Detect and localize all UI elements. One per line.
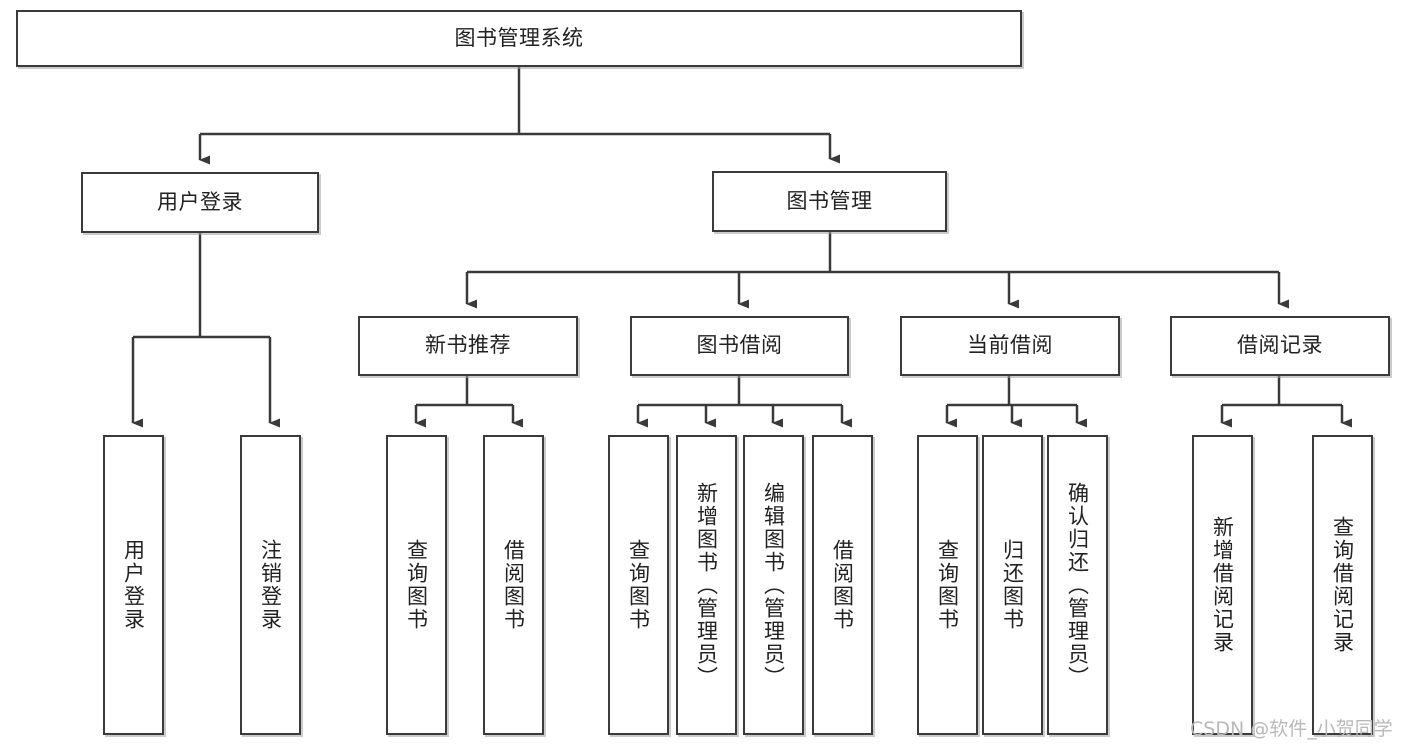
node-leaf-borrow-book-2-label: 借阅图书 (830, 539, 855, 631)
node-leaf-edit-book-admin[interactable]: 编辑图书（管理员） (743, 435, 804, 735)
node-leaf-query-book-2[interactable]: 查询图书 (608, 435, 669, 735)
node-leaf-query-borrow-record[interactable]: 查询借阅记录 (1312, 435, 1373, 735)
node-book-borrow-label: 图书借阅 (696, 333, 783, 358)
node-borrow-record[interactable]: 借阅记录 (1170, 316, 1390, 376)
node-leaf-user-login[interactable]: 用户登录 (103, 435, 164, 735)
connector-currentborrow-to-leaves (945, 376, 1087, 428)
node-leaf-edit-book-admin-label: 编辑图书（管理员） (761, 481, 786, 689)
connector-bookborrow-to-leaves (636, 376, 852, 428)
node-leaf-query-book-3[interactable]: 查询图书 (917, 435, 978, 735)
node-user-login-label: 用户登录 (157, 189, 243, 214)
node-leaf-confirm-return-admin-label: 确认归还（管理员） (1065, 481, 1090, 689)
node-root-label: 图书管理系统 (454, 25, 584, 50)
node-leaf-query-borrow-record-label: 查询借阅记录 (1330, 516, 1355, 654)
node-new-book-recommend-label: 新书推荐 (425, 333, 511, 358)
node-leaf-confirm-return-admin[interactable]: 确认归还（管理员） (1047, 435, 1108, 735)
node-leaf-borrow-book-1[interactable]: 借阅图书 (483, 435, 544, 735)
node-current-borrow[interactable]: 当前借阅 (900, 316, 1120, 376)
node-new-book-recommend[interactable]: 新书推荐 (358, 316, 578, 376)
csdn-watermark: CSDN @软件_小贺同学 (1190, 718, 1393, 740)
connector-bookmanage-to-level2 (465, 232, 1289, 309)
node-leaf-add-book-admin[interactable]: 新增图书（管理员） (676, 435, 737, 735)
node-leaf-return-book-label: 归还图书 (1000, 539, 1025, 631)
node-borrow-record-label: 借阅记录 (1237, 333, 1323, 358)
node-leaf-logout-login[interactable]: 注销登录 (240, 435, 301, 735)
node-leaf-query-book-1-label: 查询图书 (404, 539, 429, 631)
node-leaf-user-login-label: 用户登录 (121, 539, 146, 631)
node-leaf-return-book[interactable]: 归还图书 (982, 435, 1043, 735)
node-leaf-query-book-3-label: 查询图书 (935, 539, 960, 631)
node-leaf-query-book-1[interactable]: 查询图书 (386, 435, 447, 735)
node-book-manage[interactable]: 图书管理 (712, 171, 947, 232)
node-leaf-logout-login-label: 注销登录 (258, 539, 283, 631)
node-leaf-borrow-book-1-label: 借阅图书 (501, 539, 526, 631)
connector-newbook-to-leaves (414, 376, 523, 428)
node-current-borrow-label: 当前借阅 (967, 333, 1053, 358)
node-book-borrow[interactable]: 图书借阅 (630, 316, 849, 376)
node-root-system[interactable]: 图书管理系统 (16, 10, 1022, 67)
connector-borrowrecord-to-leaves (1220, 376, 1352, 428)
node-book-manage-label: 图书管理 (786, 188, 873, 213)
connector-root-to-level1 (198, 67, 840, 165)
node-leaf-query-book-2-label: 查询图书 (626, 539, 651, 631)
node-leaf-add-borrow-record[interactable]: 新增借阅记录 (1192, 435, 1253, 735)
node-user-login[interactable]: 用户登录 (81, 172, 319, 233)
node-leaf-add-book-admin-label: 新增图书（管理员） (694, 481, 719, 689)
node-leaf-borrow-book-2[interactable]: 借阅图书 (812, 435, 873, 735)
connector-userlogin-to-leaves (131, 233, 280, 428)
node-leaf-add-borrow-record-label: 新增借阅记录 (1210, 516, 1235, 654)
